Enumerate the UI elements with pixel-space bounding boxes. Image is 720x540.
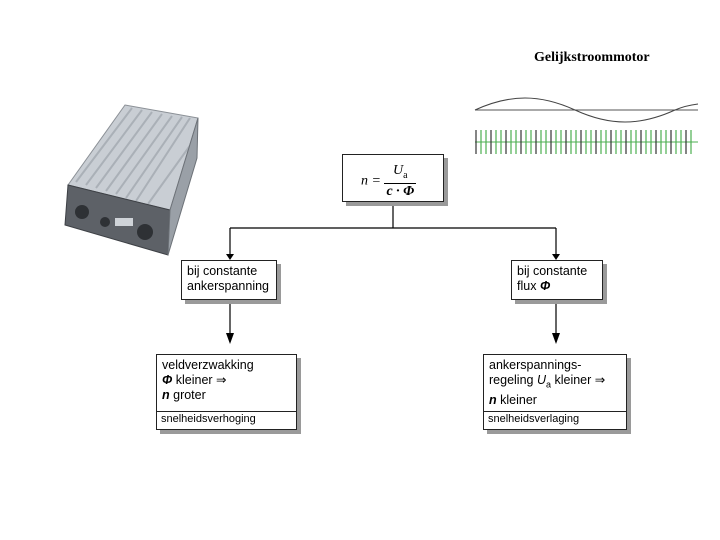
right-result-symbol-u-sub: a bbox=[545, 379, 551, 390]
formula-numerator-sub: a bbox=[403, 169, 408, 181]
right-result-symbol-n: n bbox=[489, 392, 497, 407]
motor-controller-image bbox=[64, 104, 199, 256]
waveform-image bbox=[474, 97, 699, 154]
right-result-symbol-u: U bbox=[536, 373, 546, 387]
formula-box: n = Ua c · Φ bbox=[342, 154, 444, 202]
left-result-symbol-phi: Φ bbox=[162, 373, 173, 387]
right-result-line1: ankerspannings- bbox=[489, 358, 582, 372]
left-result-line3: groter bbox=[169, 388, 206, 402]
left-result-box: veldverzwakking Φ kleiner ⇒ n groter sne… bbox=[156, 354, 297, 430]
right-condition-symbol: Φ bbox=[539, 279, 551, 293]
right-result-box: ankerspannings- regeling Ua kleiner ⇒ n … bbox=[483, 354, 627, 430]
left-result-line1: veldverzwakking bbox=[162, 358, 254, 372]
right-condition-line1: bij constante bbox=[517, 264, 588, 278]
left-result-footer: snelheidsverhoging bbox=[157, 411, 296, 427]
right-condition-prefix: flux bbox=[517, 279, 540, 293]
left-result-line2: kleiner ⇒ bbox=[172, 373, 227, 387]
page-title: Gelijkstroommotor bbox=[534, 50, 650, 65]
right-result-line2: kleiner ⇒ bbox=[551, 373, 606, 387]
right-result-line3: kleiner bbox=[496, 392, 537, 407]
right-condition-box: bij constante flux Φ bbox=[511, 260, 603, 300]
left-condition-line2: ankerspanning bbox=[187, 279, 270, 293]
left-condition-box: bij constante ankerspanning bbox=[181, 260, 277, 300]
left-condition-line1: bij constante bbox=[187, 264, 258, 278]
formula-denominator: c · Φ bbox=[386, 183, 415, 199]
formula-numerator: U bbox=[393, 163, 404, 178]
formula-lhs: n = bbox=[361, 173, 381, 189]
left-result-symbol-n: n bbox=[162, 388, 170, 402]
right-result-footer: snelheidsverlaging bbox=[484, 411, 626, 427]
right-result-line2-prefix: regeling bbox=[489, 373, 537, 387]
formula-fraction: Ua c · Φ bbox=[384, 163, 417, 199]
